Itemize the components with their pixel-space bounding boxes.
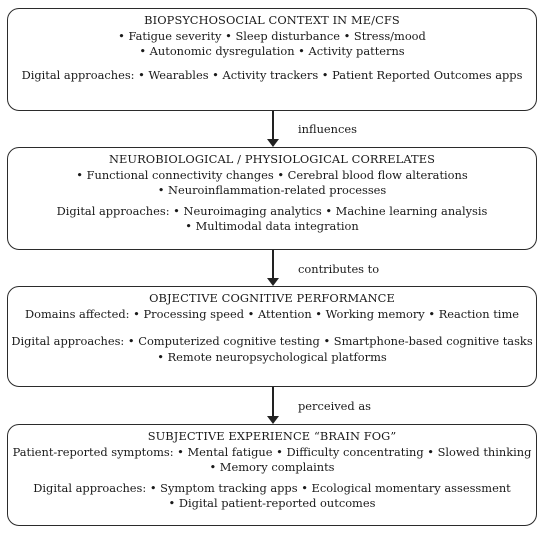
box-title: SUBJECTIVE EXPERIENCE “BRAIN FOG” [147,429,397,443]
connector-label: perceived as [298,399,371,413]
box-digital-line: Digital approaches: • Symptom tracking a… [33,480,511,495]
box-item-line: • Autonomic dysregulation • Activity pat… [139,44,405,58]
box-neurobiological-correlates: NEUROBIOLOGICAL / PHYSIOLOGICAL CORRELAT… [7,147,537,250]
box-title: NEUROBIOLOGICAL / PHYSIOLOGICAL CORRELAT… [108,152,436,166]
box-title: BIOPSYCHOSOCIAL CONTEXT IN ME/CFS [144,13,400,27]
box-digital-line: • Digital patient-reported outcomes [168,496,376,510]
spacer [8,322,536,334]
connector-line [272,250,274,278]
box-digital-line: Digital approaches: • Computerized cogni… [11,334,533,348]
connector-line [272,111,274,139]
box-item-line: Domains affected: • Processing speed • A… [25,306,519,321]
arrow-down-icon [267,416,279,424]
spacer [8,60,536,68]
box-biopsychosocial-context: BIOPSYCHOSOCIAL CONTEXT IN ME/CFS • Fati… [7,8,537,111]
box-digital-line: Digital approaches: • Neuroimaging analy… [56,203,488,218]
box-title: OBJECTIVE COGNITIVE PERFORMANCE [149,291,395,305]
arrow-down-icon [267,139,279,147]
box-item-line: • Neuroinflammation-related processes [157,183,387,197]
connector-label: contributes to [298,262,380,276]
box-item-line: • Functional connectivity changes • Cere… [76,167,468,182]
connector-line [272,387,274,416]
box-item-line: • Memory complaints [209,460,335,474]
box-digital-line: Digital approaches: • Wearables • Activi… [21,67,523,82]
box-objective-cognitive-performance: OBJECTIVE COGNITIVE PERFORMANCE Domains … [7,286,537,387]
box-digital-line: • Multimodal data integration [185,219,359,233]
connector-label: influences [298,122,357,136]
arrow-down-icon [267,278,279,286]
box-item-line: Patient-reported symptoms: • Mental fati… [12,444,532,459]
box-item-line: • Fatigue severity • Sleep disturbance •… [118,28,426,43]
box-subjective-experience: SUBJECTIVE EXPERIENCE “BRAIN FOG” Patien… [7,424,537,526]
box-digital-line: • Remote neuropsychological platforms [157,349,387,364]
